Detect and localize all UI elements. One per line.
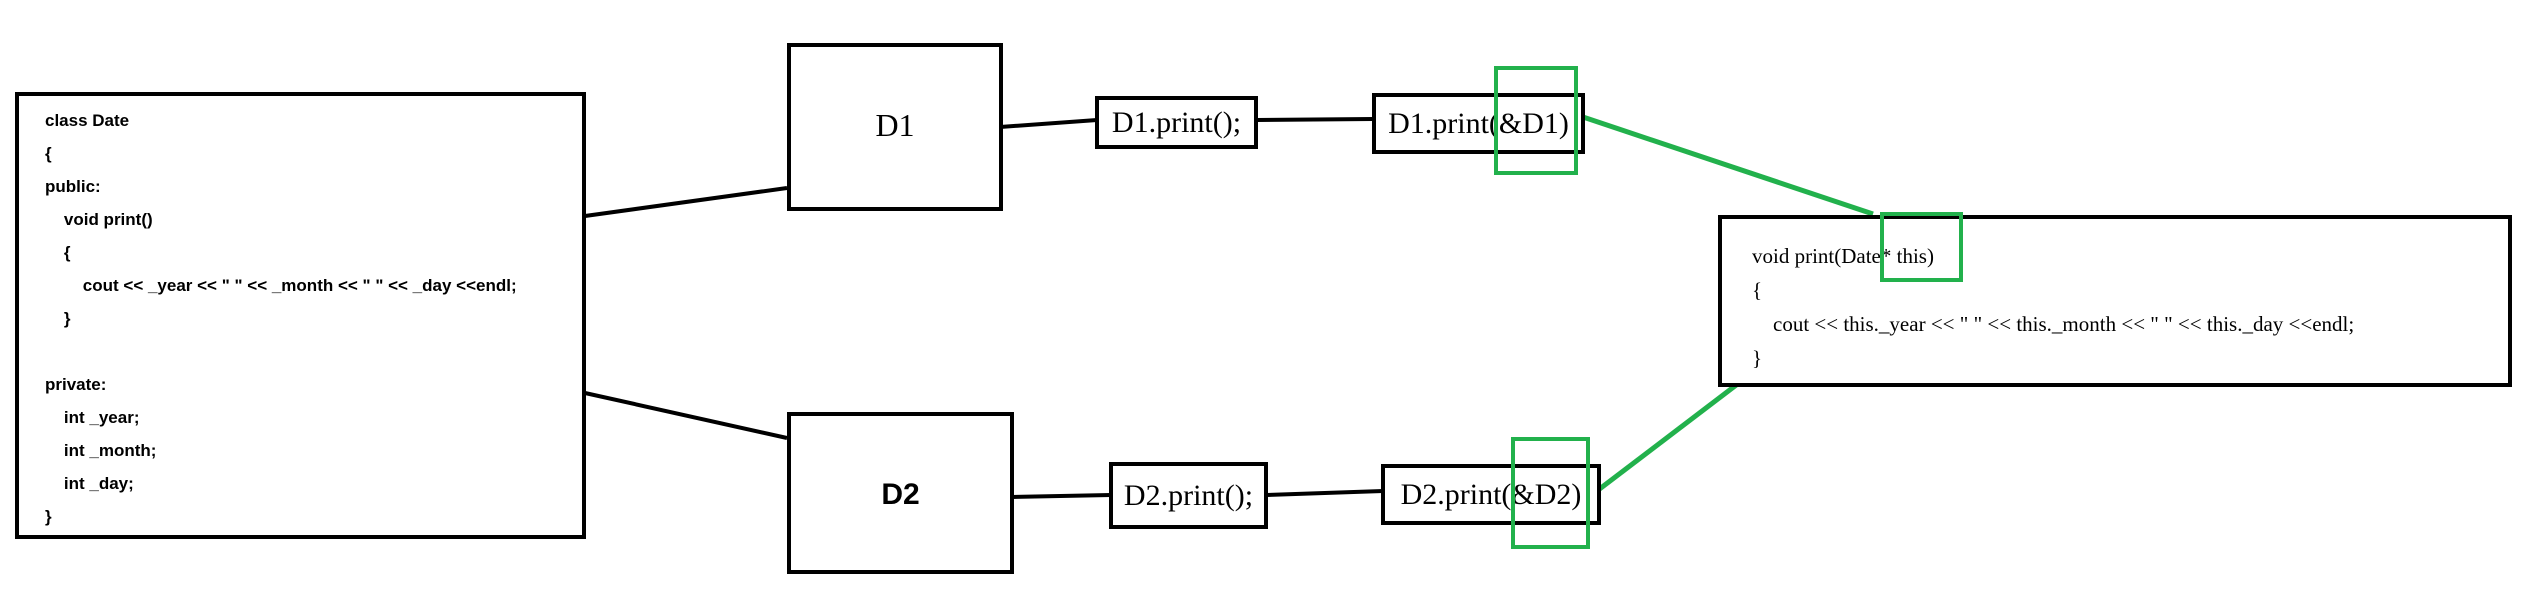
d2-call-box: D2.print(); — [1109, 462, 1268, 529]
object-d1-box: D1 — [787, 43, 1003, 211]
print-function-box: void print(Date* this) { cout << this._ye… — [1718, 215, 2512, 387]
code-line: } — [45, 309, 71, 328]
object-d1-label: D1 — [875, 107, 915, 143]
code-line: int _day; — [45, 474, 134, 493]
d2-argument-highlight — [1511, 437, 1590, 549]
code-line: class Date — [45, 111, 130, 130]
d1-call-box: D1.print(); — [1095, 96, 1258, 149]
class-to-d2-line — [584, 391, 788, 440]
d2-expanded-label: D2.print(&D2) — [1400, 477, 1582, 511]
code-line: void print() — [45, 210, 153, 229]
d1-expanded-label: D1.print(&D1) — [1388, 106, 1569, 140]
code-line: cout << this._year << " " << this._month… — [1752, 312, 2355, 336]
code-line: { — [1752, 278, 1763, 302]
d1-argument-highlight — [1494, 66, 1578, 175]
d1-expanded-box: D1.print(&D1) — [1372, 93, 1585, 154]
object-d2-box: D2 — [787, 412, 1014, 574]
class-to-d1-line — [584, 186, 788, 218]
code-line: int _month; — [45, 441, 157, 460]
code-line: { — [45, 243, 71, 262]
d1-call-label: D1.print(); — [1111, 105, 1242, 139]
d2-call-label: D2.print(); — [1123, 478, 1254, 512]
this-parameter-highlight — [1880, 212, 1963, 282]
d2-to-call-line — [1011, 493, 1112, 499]
code-line: void print(Date* this) — [1752, 244, 1934, 268]
class-date-box: class Date { public: void print() { cout <… — [15, 92, 586, 539]
code-line — [45, 335, 517, 368]
code-line: public: — [45, 177, 101, 196]
d1-arg-to-this-line — [1576, 112, 1874, 217]
code-line: } — [1752, 346, 1763, 370]
d1-call-to-expanded-line — [1256, 117, 1374, 122]
code-line: int _year; — [45, 408, 140, 427]
object-d2-label: D2 — [881, 478, 920, 511]
d2-expanded-box: D2.print(&D2) — [1381, 464, 1601, 525]
code-line: private: — [45, 375, 107, 394]
print-function-code: void print(Date* this) { cout << this._ye… — [1752, 239, 2354, 375]
class-date-code: class Date { public: void print() { cout <… — [45, 104, 517, 533]
d1-to-call-line — [999, 118, 1098, 129]
code-line: } — [45, 507, 52, 526]
code-line: cout << _year << " " << _month << " " <<… — [45, 276, 517, 295]
d2-call-to-expanded-line — [1266, 489, 1384, 497]
code-line: { — [45, 144, 52, 163]
